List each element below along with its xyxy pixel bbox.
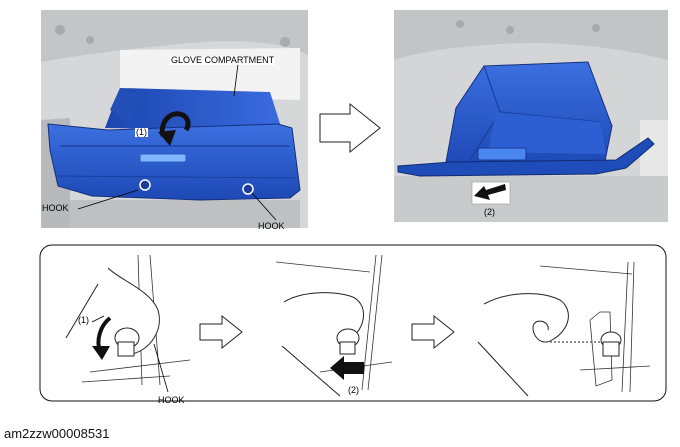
rotate-arrow-icon bbox=[158, 111, 191, 146]
push-arrow-icon bbox=[471, 181, 511, 205]
detail-step-1 bbox=[65, 254, 191, 393]
outline-right-arrow-icon bbox=[199, 314, 243, 350]
label-step-1-bottom: (1) bbox=[78, 315, 89, 325]
photo-compartment-lowered bbox=[394, 10, 668, 222]
label-hook-bottom: HOOK bbox=[158, 395, 185, 405]
label-step-1-top: (1) bbox=[135, 127, 148, 137]
label-hook-right: HOOK bbox=[258, 221, 285, 231]
label-hook-left: HOOK bbox=[42, 203, 69, 213]
outline-right-arrow-icon bbox=[411, 314, 455, 350]
outline-right-arrow-icon bbox=[319, 102, 381, 154]
label-glove-compartment: GLOVE COMPARTMENT bbox=[170, 55, 276, 65]
detail-step-3 bbox=[477, 261, 651, 397]
label-step-2-top: (2) bbox=[484, 207, 495, 217]
label-step-2-bottom: (2) bbox=[348, 385, 359, 395]
figure-caption: am2zzw00008531 bbox=[4, 426, 110, 441]
detail-panel bbox=[39, 244, 667, 402]
detail-step-2 bbox=[275, 254, 393, 397]
photo-compartment-open bbox=[41, 10, 308, 228]
